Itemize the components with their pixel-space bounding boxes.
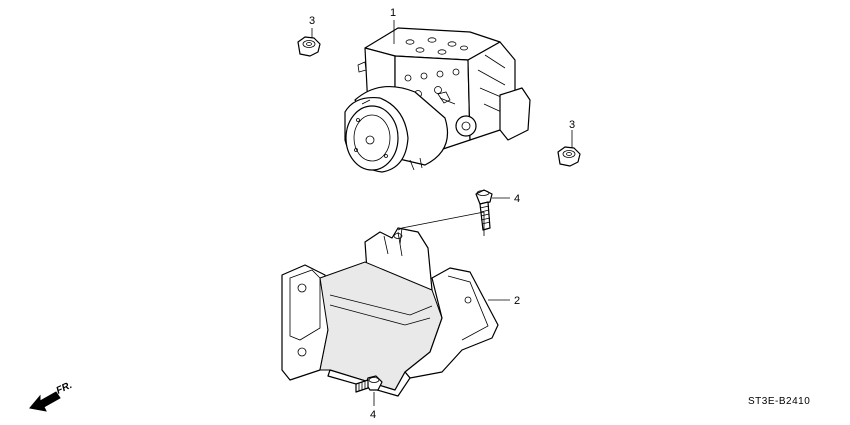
callout-3-right: 3 [569,119,575,131]
callout-4-upper: 4 [514,193,520,205]
front-direction-indicator: FR. [29,380,74,412]
abs-mounting-bracket[interactable] [281,227,499,397]
flange-nut-right[interactable] [557,146,581,167]
callout-3-top: 3 [309,15,315,27]
flange-bolt-upper[interactable] [475,189,493,231]
front-arrow-icon [29,391,61,412]
flange-nut-top[interactable] [297,36,321,57]
callout-1: 1 [390,7,396,19]
assembly-guide-line [397,211,485,245]
diagram-code: ST3E-B2410 [748,396,810,407]
callout-4-lower: 4 [370,409,376,421]
callout-2: 2 [514,295,520,307]
flange-bolt-lower[interactable] [355,375,383,393]
front-label: FR. [55,380,74,397]
abs-modulator-unit[interactable] [344,27,531,173]
